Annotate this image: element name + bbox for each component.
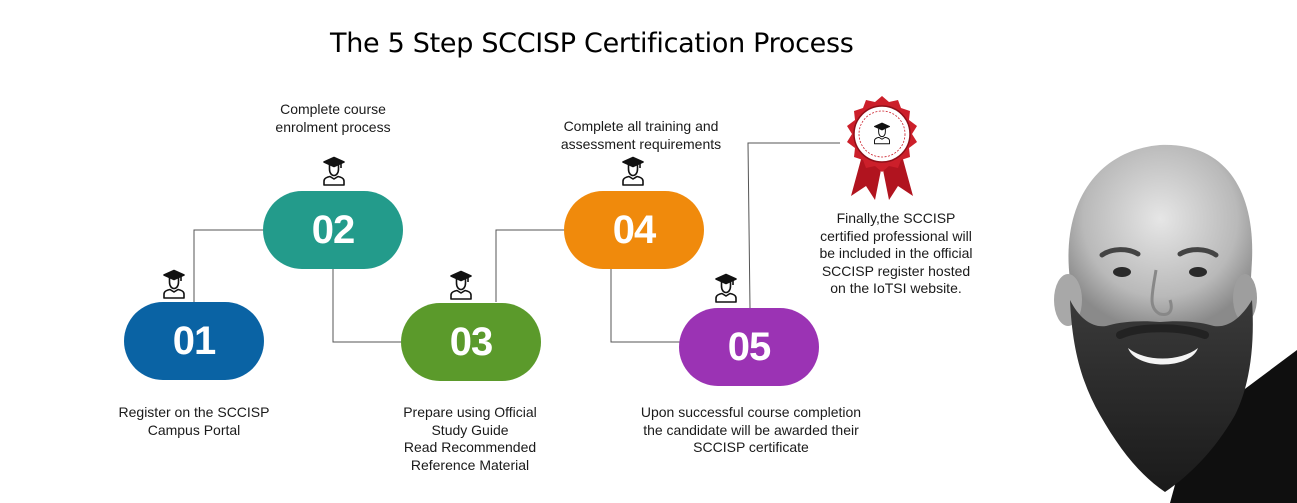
step-03-caption: Prepare using Official Study Guide Read … bbox=[403, 404, 537, 473]
graduate-person-icon bbox=[450, 270, 472, 300]
portrait-photo bbox=[1054, 144, 1297, 503]
step-01-number: 01 bbox=[172, 318, 216, 363]
graduate-person-icon bbox=[323, 156, 345, 186]
step-04-badge: 04 bbox=[564, 191, 704, 269]
step-03-badge: 03 bbox=[401, 303, 541, 381]
certificate-seal-icon bbox=[847, 96, 917, 200]
connector-03-04 bbox=[495, 229, 566, 302]
step-03-number: 03 bbox=[449, 319, 493, 364]
page-title: The 5 Step SCCISP Certification Process bbox=[330, 28, 854, 59]
graduate-person-icon bbox=[622, 156, 644, 186]
step-01-caption: Register on the SCCISP Campus Portal bbox=[118, 404, 270, 438]
connector-02-03 bbox=[332, 268, 403, 343]
connector-04-05 bbox=[610, 268, 680, 343]
graduate-person-icon bbox=[715, 273, 737, 303]
connector-05-seal bbox=[747, 142, 840, 309]
step-04-number: 04 bbox=[612, 207, 656, 252]
step-05-badge: 05 bbox=[679, 308, 819, 386]
step-05-number: 05 bbox=[727, 324, 771, 369]
step-02-caption: Complete course enrolment process bbox=[275, 101, 391, 135]
step-05-caption: Upon successful course completion the ca… bbox=[640, 404, 862, 455]
graduate-person-icon bbox=[163, 269, 185, 299]
step-01-badge: 01 bbox=[124, 302, 264, 380]
step-02-number: 02 bbox=[311, 207, 355, 252]
connector-01-02 bbox=[193, 229, 264, 302]
final-note-caption: Finally,the SCCISP certified professiona… bbox=[819, 210, 973, 296]
step-02-badge: 02 bbox=[263, 191, 403, 269]
step-04-caption: Complete all training and assessment req… bbox=[560, 118, 722, 152]
